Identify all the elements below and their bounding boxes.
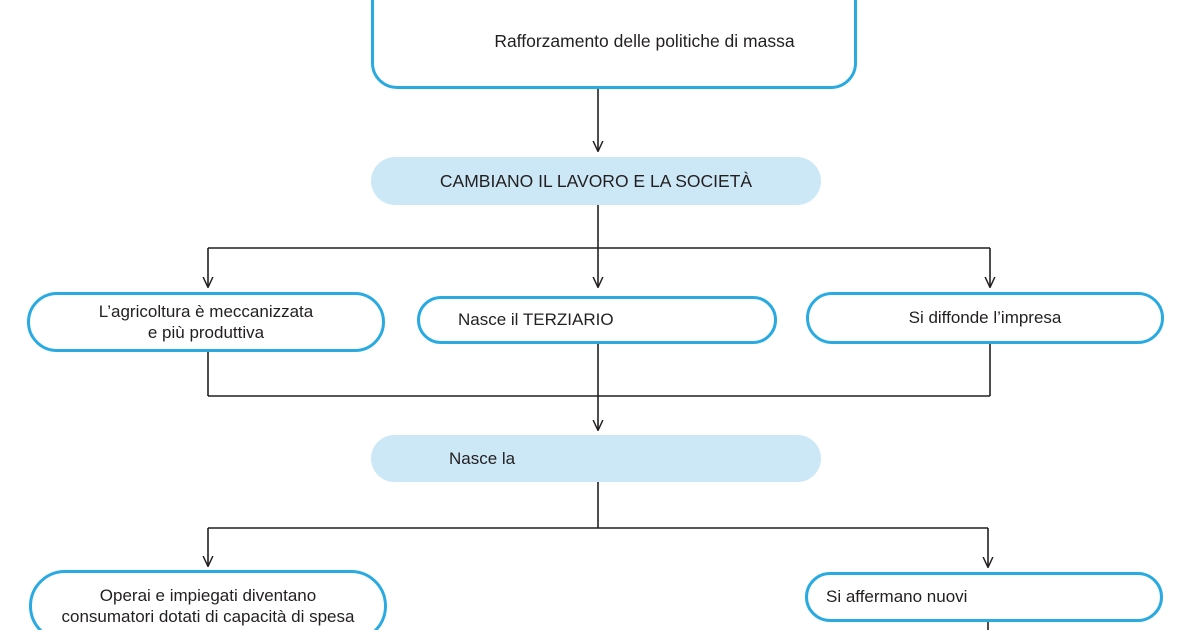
node-terziario-label: Nasce il TERZIARIO — [458, 310, 614, 330]
premesse-bullet-list: Basso costo dell’ e delle materie prime … — [388, 0, 840, 74]
node-affermano-label: Si affermano nuovi — [826, 587, 968, 607]
node-impresa-label: Si diffonde l’impresa — [908, 308, 1062, 328]
node-agricoltura-text: L’agricoltura è meccanizzata e più produ… — [99, 301, 314, 344]
node-terziario[interactable]: Nasce il TERZIARIO — [417, 296, 777, 344]
node-agricoltura-line2: e più produttiva — [147, 323, 265, 342]
node-operai-text: Operai e impiegati diventano consumatori… — [62, 585, 355, 628]
node-premesse[interactable]: Basso costo dell’ e delle materie prime … — [371, 0, 857, 89]
list-item: Rafforzamento delle politiche di massa — [388, 0, 840, 74]
node-nasce-la[interactable]: Nasce la — [371, 435, 821, 482]
node-operai-line2: consumatori dotati di capacità di spesa — [61, 607, 355, 626]
node-cambiano-label: CAMBIANO IL LAVORO E LA SOCIETÀ — [439, 170, 753, 191]
premesse-bullet-3: Rafforzamento delle politiche di massa — [494, 30, 795, 51]
node-agricoltura-line1: L’agricoltura è meccanizzata — [98, 301, 314, 321]
node-operai-line1: Operai e impiegati diventano — [99, 585, 317, 605]
node-impresa[interactable]: Si diffonde l’impresa — [806, 292, 1164, 344]
node-nasce-la-label: Nasce la — [449, 448, 516, 468]
node-agricoltura[interactable]: L’agricoltura è meccanizzata e più produ… — [27, 292, 385, 352]
node-operai[interactable]: Operai e impiegati diventano consumatori… — [29, 570, 387, 630]
node-si-affermano-nuovi[interactable]: Si affermano nuovi — [805, 572, 1163, 622]
node-cambiano-il-lavoro[interactable]: CAMBIANO IL LAVORO E LA SOCIETÀ — [371, 157, 821, 205]
